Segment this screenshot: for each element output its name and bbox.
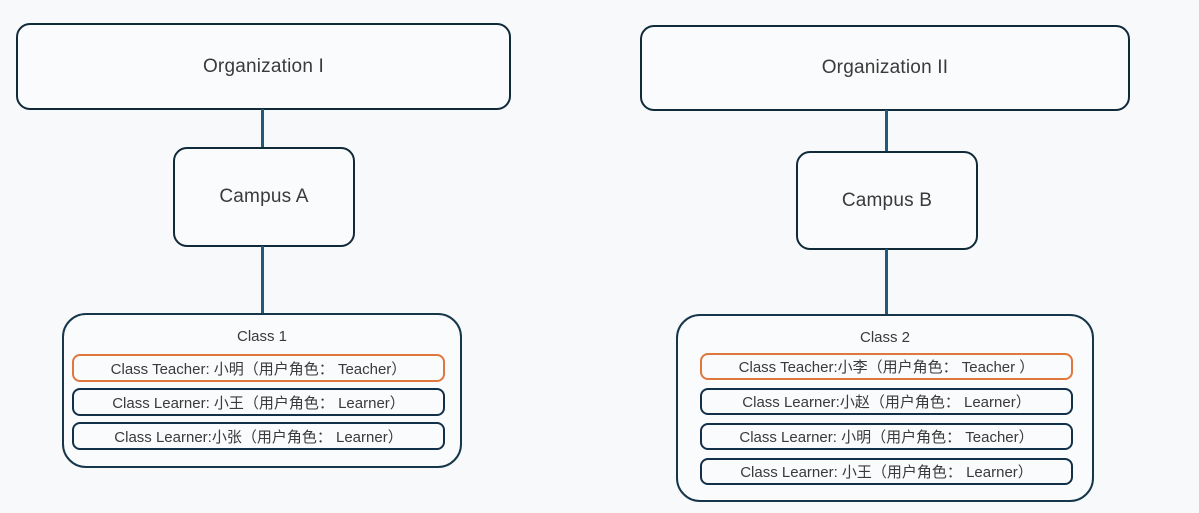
class1-node: Class 1 Class Teacher: 小明（用户角色： Teacher）…	[62, 313, 462, 468]
connector-campusA-class1	[261, 246, 264, 314]
class2-learner-row: Class Learner:小赵（用户角色： Learner）	[700, 388, 1073, 415]
campusA-label: Campus A	[219, 186, 309, 207]
class1-learner-row: Class Learner:小张（用户角色： Learner）	[72, 422, 445, 450]
org2-label: Organization II	[821, 57, 949, 78]
class2-members: Class Teacher:小李（用户角色： Teacher ） Class L…	[678, 353, 1092, 485]
class2-learner-row: Class Learner: 小王（用户角色： Learner）	[700, 458, 1073, 485]
class1-learner-label: Class Learner: 小王（用户角色： Learner）	[112, 394, 405, 412]
class2-title: Class 2	[859, 329, 911, 346]
class1-title: Class 1	[236, 328, 288, 345]
class1-teacher-row: Class Teacher: 小明（用户角色： Teacher）	[72, 354, 445, 382]
class2-learner-label: Class Learner: 小明（用户角色： Teacher）	[739, 429, 1034, 446]
connector-campusB-class2	[885, 249, 888, 314]
org1-label: Organization I	[202, 55, 325, 77]
class2-teacher-row: Class Teacher:小李（用户角色： Teacher ）	[700, 353, 1073, 380]
campusA-node: Campus A	[173, 147, 355, 247]
connector-org1-campusA	[261, 109, 264, 149]
class2-teacher-label: Class Teacher:小李（用户角色： Teacher ）	[738, 359, 1035, 376]
class2-node: Class 2 Class Teacher:小李（用户角色： Teacher ）…	[676, 314, 1094, 502]
class1-members: Class Teacher: 小明（用户角色： Teacher） Class L…	[64, 354, 460, 450]
org2-node: Organization II	[640, 25, 1130, 111]
class1-teacher-label: Class Teacher: 小明（用户角色： Teacher）	[110, 360, 407, 378]
connector-org2-campusB	[885, 110, 888, 152]
campusB-node: Campus B	[796, 151, 978, 250]
campusB-label: Campus B	[841, 189, 933, 211]
class2-learner-row: Class Learner: 小明（用户角色： Teacher）	[700, 423, 1073, 450]
org1-node: Organization I	[16, 23, 511, 110]
class2-learner-label: Class Learner: 小王（用户角色： Learner）	[740, 464, 1033, 481]
class2-learner-label: Class Learner:小赵（用户角色： Learner）	[742, 394, 1031, 411]
class1-learner-row: Class Learner: 小王（用户角色： Learner）	[72, 388, 445, 416]
class1-learner-label: Class Learner:小张（用户角色： Learner）	[114, 428, 403, 446]
